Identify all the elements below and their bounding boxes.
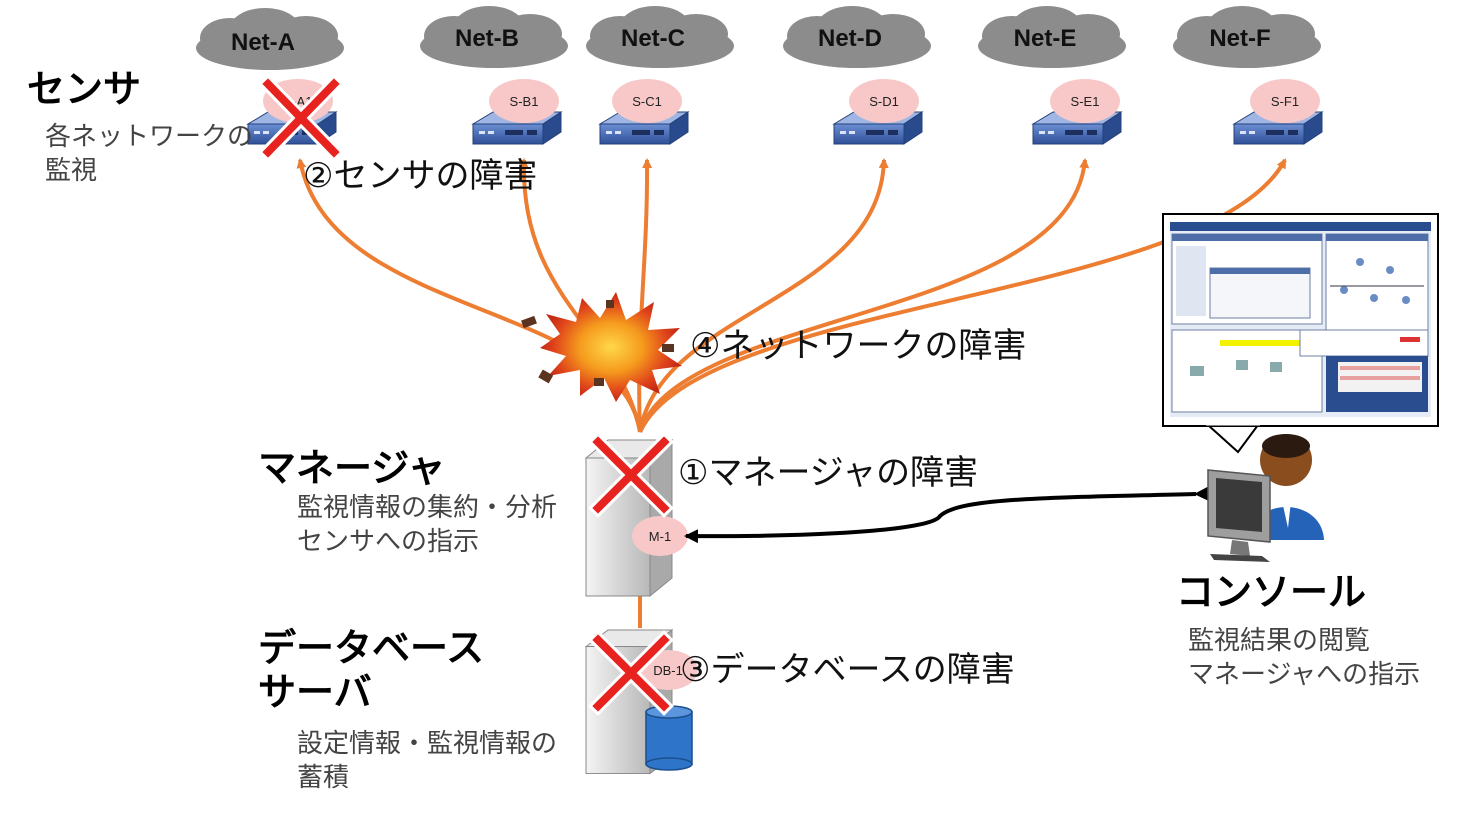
link-to-sensor-e (638, 158, 1090, 433)
database-id-label: DB-1 (653, 663, 683, 678)
database-description: 設定情報・監視情報の 蓄積 (297, 727, 557, 795)
fault-label-database: ③データベースの障害 (680, 650, 1015, 690)
console-desc-line-2: マネージャへの指示 (1188, 660, 1421, 690)
sensor-appliances (247, 111, 1323, 145)
sensor-description: 各ネットワークの 監視 (45, 120, 253, 188)
explosion-icon (521, 292, 682, 402)
manager-desc-line-1: 監視情報の集約・分析 (297, 493, 558, 523)
console-screen-callout (1162, 213, 1439, 454)
console-desc-line-1: 監視結果の閲覧 (1188, 626, 1371, 656)
link-to-sensor-c (637, 158, 653, 433)
link-to-sensor-a (296, 158, 642, 433)
console-manager-control-link (684, 486, 1209, 544)
cloud-label-net-c: Net-C (621, 25, 685, 52)
link-to-sensor-d (638, 158, 889, 433)
manager-heading: マネージャ (258, 446, 446, 490)
sensor-heading: センサ (27, 67, 142, 111)
cloud-label-net-d: Net-D (818, 25, 882, 52)
link-to-sensor-f (638, 158, 1287, 433)
database-desc-line-1: 設定情報・監視情報の (297, 729, 558, 759)
fault-markers (258, 74, 674, 716)
fault-label-network: ④ネットワークの障害 (690, 326, 1027, 366)
operator-workstation-icon (1207, 434, 1324, 562)
network-clouds: Net-A Net-B Net-C Net-D Net-E Net-F (196, 6, 1321, 70)
manager-sensor-links (296, 158, 1287, 628)
fault-label-manager: ①マネージャの障害 (678, 453, 979, 493)
sensor-node-bubbles: S-A1 S-B1 S-C1 S-D1 S-E1 S-F1 (263, 79, 1320, 123)
manager-id-label: M-1 (649, 529, 671, 544)
database-desc-line-2: 蓄積 (297, 763, 350, 793)
sensor-id-s-c1: S-C1 (632, 94, 662, 109)
console-description: 監視結果の閲覧 マネージャへの指示 (1188, 624, 1420, 692)
sensor-desc-line-2: 監視 (45, 156, 98, 186)
sensor-fault-x-icon (258, 74, 344, 162)
fault-label-sensor: ②センサの障害 (303, 156, 538, 196)
monitoring-screenshot (1170, 222, 1431, 417)
console-heading: コンソール (1176, 570, 1367, 614)
cloud-label-net-a: Net-A (231, 29, 295, 56)
sensor-id-s-d1: S-D1 (869, 94, 899, 109)
cloud-label-net-f: Net-F (1209, 25, 1270, 52)
link-to-sensor-b (518, 158, 642, 433)
sensor-id-s-f1: S-F1 (1271, 94, 1299, 109)
manager-desc-line-2: センサへの指示 (297, 527, 480, 557)
database-cylinder-icon (645, 705, 693, 771)
cloud-label-net-e: Net-E (1014, 25, 1077, 52)
sensor-desc-line-1: 各ネットワークの (45, 122, 254, 152)
sensor-id-s-b1: S-B1 (510, 94, 539, 109)
database-heading-line-2: サーバ (258, 670, 372, 714)
manager-node-bubble: M-1 (632, 516, 688, 556)
sensor-id-s-e1: S-E1 (1071, 94, 1100, 109)
cloud-label-net-b: Net-B (455, 25, 519, 52)
database-fault-x-icon (588, 630, 674, 716)
database-heading-line-1: データベース (258, 626, 485, 670)
manager-fault-x-icon (588, 432, 674, 518)
database-heading: データベース サーバ (258, 626, 484, 714)
manager-description: 監視情報の集約・分析 センサへの指示 (297, 491, 557, 559)
